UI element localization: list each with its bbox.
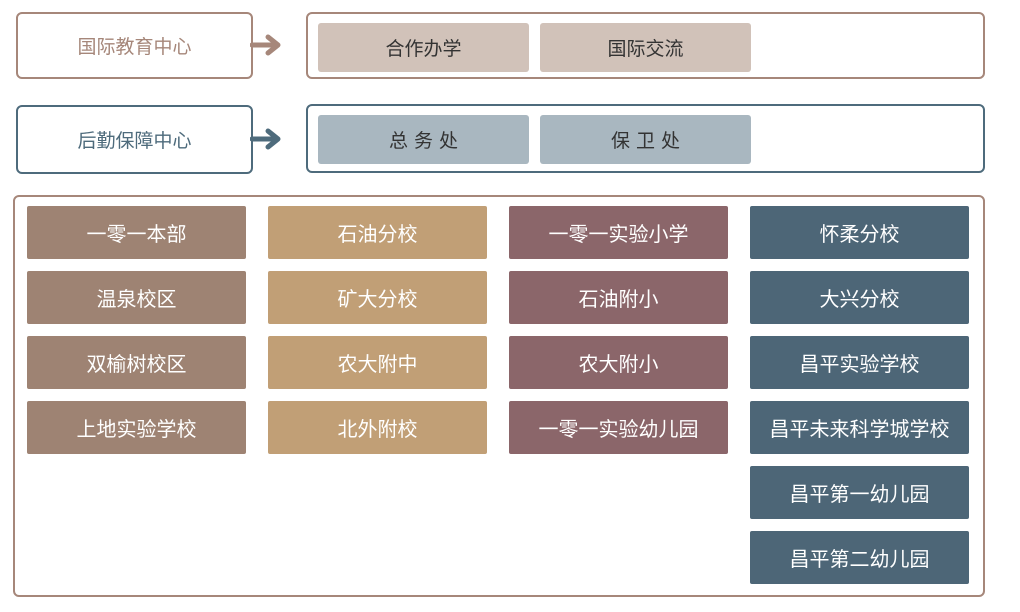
campus-tile[interactable]: 一零一实验小学 bbox=[509, 206, 728, 259]
campus-tile[interactable]: 石油附小 bbox=[509, 271, 728, 324]
logistics-support-panel: 总 务 处 保 卫 处 bbox=[306, 104, 985, 173]
chip-cooperative-education[interactable]: 合作办学 bbox=[318, 23, 529, 72]
campus-tile[interactable]: 昌平第一幼儿园 bbox=[750, 466, 969, 519]
arrow-right-icon bbox=[250, 128, 281, 150]
logistics-support-center-label[interactable]: 后勤保障中心 bbox=[16, 105, 253, 174]
campus-tile[interactable]: 昌平实验学校 bbox=[750, 336, 969, 389]
chip-security-office[interactable]: 保 卫 处 bbox=[540, 115, 751, 164]
chip-international-exchange[interactable]: 国际交流 bbox=[540, 23, 751, 72]
campus-tile[interactable]: 农大附小 bbox=[509, 336, 728, 389]
campus-tile[interactable]: 怀柔分校 bbox=[750, 206, 969, 259]
campus-panel: 一零一本部温泉校区双榆树校区上地实验学校石油分校矿大分校农大附中北外附校一零一实… bbox=[13, 195, 985, 597]
campus-tile[interactable]: 大兴分校 bbox=[750, 271, 969, 324]
international-education-center-label[interactable]: 国际教育中心 bbox=[16, 12, 253, 79]
campus-tile[interactable]: 昌平第二幼儿园 bbox=[750, 531, 969, 584]
arrow-right-icon bbox=[250, 34, 281, 56]
campus-tile[interactable]: 石油分校 bbox=[268, 206, 487, 259]
chip-general-affairs[interactable]: 总 务 处 bbox=[318, 115, 529, 164]
campus-tile[interactable]: 矿大分校 bbox=[268, 271, 487, 324]
campus-tile[interactable]: 一零一实验幼儿园 bbox=[509, 401, 728, 454]
campus-tile[interactable]: 温泉校区 bbox=[27, 271, 246, 324]
campus-tile[interactable]: 农大附中 bbox=[268, 336, 487, 389]
campus-tile[interactable]: 昌平未来科学城学校 bbox=[750, 401, 969, 454]
campus-tile[interactable]: 上地实验学校 bbox=[27, 401, 246, 454]
campus-tile[interactable]: 北外附校 bbox=[268, 401, 487, 454]
campus-tile[interactable]: 双榆树校区 bbox=[27, 336, 246, 389]
international-education-panel: 合作办学 国际交流 bbox=[306, 12, 985, 79]
campus-tile[interactable]: 一零一本部 bbox=[27, 206, 246, 259]
